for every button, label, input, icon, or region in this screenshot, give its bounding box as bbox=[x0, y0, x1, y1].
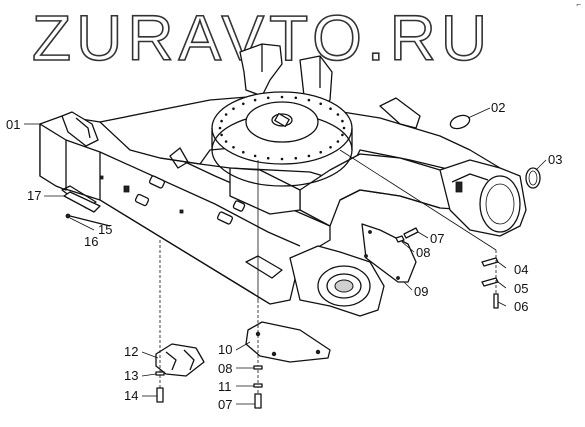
part-07-bolt-lower bbox=[254, 393, 262, 409]
part-13-washer bbox=[155, 371, 165, 376]
part-06-bolt bbox=[493, 293, 499, 309]
ring-bolt-hole bbox=[280, 95, 284, 99]
ring-bolt-hole bbox=[232, 107, 235, 110]
callout-17: 17 bbox=[27, 188, 41, 203]
callout-08-lower: 08 bbox=[218, 361, 232, 376]
ring-bolt-hole bbox=[336, 113, 340, 116]
part-03-seal bbox=[525, 167, 541, 189]
ring-bolt-hole bbox=[220, 119, 223, 123]
ring-bolt-hole bbox=[280, 157, 284, 161]
part-02-o-ring bbox=[449, 114, 471, 130]
part-12-bracket bbox=[155, 343, 205, 377]
ring-bolt-hole bbox=[307, 154, 311, 158]
ring-bolt-hole bbox=[336, 140, 340, 143]
ring-bolt-hole bbox=[307, 98, 311, 102]
ring-bolt-hole bbox=[220, 133, 223, 137]
part-09-cover-plate bbox=[361, 223, 417, 283]
ring-bolt-hole bbox=[341, 133, 344, 137]
slewing-ring bbox=[211, 91, 353, 300]
ring-bolt-hole bbox=[253, 98, 257, 102]
callout-15: 15 bbox=[98, 222, 112, 237]
callout-03: 03 bbox=[548, 152, 562, 167]
corner-mark: ⌐ bbox=[576, 0, 581, 9]
part-08-washer-lower bbox=[253, 365, 263, 370]
ring-bolt-hole bbox=[319, 150, 323, 154]
part-15-pin bbox=[69, 215, 111, 227]
ring-bolt-hole bbox=[319, 102, 323, 106]
ring-bolt-hole bbox=[342, 126, 346, 130]
part-14-bolt bbox=[156, 387, 164, 403]
part-11-washer bbox=[253, 383, 263, 388]
undercarriage-frame bbox=[39, 43, 527, 317]
callout-14: 14 bbox=[124, 388, 138, 403]
ring-bolt-hole bbox=[294, 96, 298, 100]
callout-07-lower: 07 bbox=[218, 397, 232, 412]
ring-bolt-hole bbox=[329, 107, 332, 110]
callout-12: 12 bbox=[124, 344, 138, 359]
ring-bolt-hole bbox=[266, 156, 270, 160]
ring-bolt-hole bbox=[218, 126, 222, 130]
callout-02: 02 bbox=[491, 100, 505, 115]
callout-10: 10 bbox=[218, 342, 232, 357]
ring-bolt-hole bbox=[224, 113, 228, 116]
ring-bolt-hole bbox=[242, 102, 245, 106]
callout-07-upper: 07 bbox=[430, 231, 444, 246]
part-10-guard-plate bbox=[245, 321, 331, 363]
part-07-bolt-upper bbox=[403, 227, 419, 239]
callout-05: 05 bbox=[514, 281, 528, 296]
part-17-plate bbox=[63, 191, 101, 213]
callout-06: 06 bbox=[514, 299, 528, 314]
ring-bolt-hole bbox=[232, 146, 235, 149]
ring-bolt-hole bbox=[341, 119, 344, 123]
ring-bolt-hole bbox=[253, 154, 257, 158]
ring-bolt-hole bbox=[242, 150, 245, 154]
callout-16: 16 bbox=[84, 234, 98, 249]
part-08-washer-upper bbox=[395, 235, 405, 243]
ring-bolt-hole bbox=[224, 140, 228, 143]
callout-09: 09 bbox=[414, 284, 428, 299]
ring-bolt-hole bbox=[294, 156, 298, 160]
callout-11: 11 bbox=[218, 379, 232, 394]
callout-13: 13 bbox=[124, 368, 138, 383]
callout-04: 04 bbox=[514, 262, 528, 277]
ring-bolt-hole bbox=[266, 96, 270, 100]
callout-08-upper: 08 bbox=[416, 245, 430, 260]
ring-bolt-hole bbox=[329, 146, 332, 149]
callout-01: 01 bbox=[6, 117, 20, 132]
